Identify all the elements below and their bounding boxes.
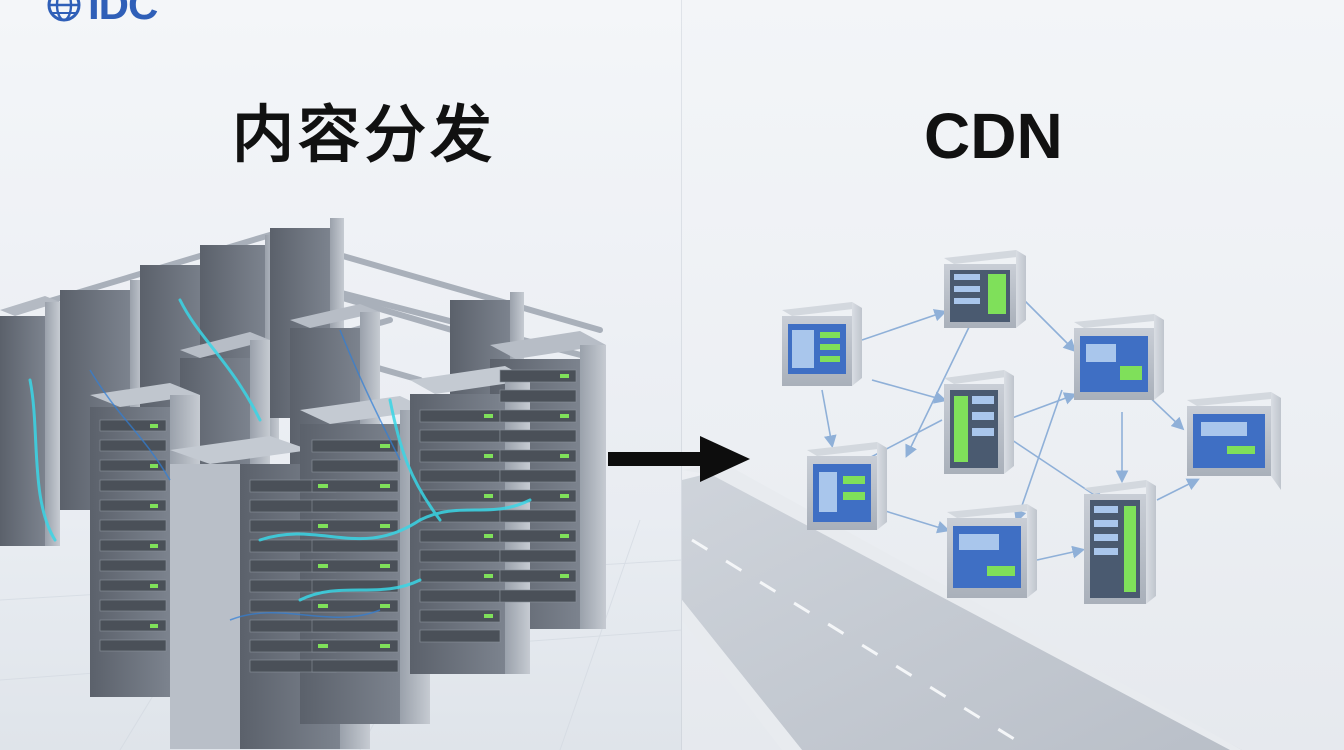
network-glow-lines — [28, 298, 532, 602]
cdn-node-monitor-5 — [947, 504, 1037, 598]
server-slots — [99, 369, 577, 673]
brand-logo-text: IDC — [88, 0, 158, 28]
left-panel: IDC 内容分发 — [0, 0, 682, 750]
cdn-network-illustration — [682, 250, 1281, 750]
cdn-node-rack-2 — [944, 370, 1014, 474]
cdn-node-monitor-3 — [1187, 392, 1281, 490]
road — [682, 462, 1242, 750]
cdn-node-monitor-2 — [1074, 314, 1164, 400]
arrow-right-icon — [608, 436, 750, 482]
cdn-node-rack-1 — [944, 250, 1026, 328]
globe-icon — [47, 0, 81, 22]
left-title: 内容分发 — [232, 98, 497, 171]
brand-logo: IDC — [46, 0, 158, 26]
status-leds — [150, 374, 569, 648]
right-title: CDN — [924, 100, 1063, 172]
cdn-node-monitor-4 — [807, 442, 887, 530]
cdn-node-monitor-1 — [782, 302, 862, 386]
cdn-node-rack-3 — [1084, 480, 1156, 604]
right-panel: CDN — [682, 0, 1344, 750]
server-room-illustration — [0, 218, 682, 750]
